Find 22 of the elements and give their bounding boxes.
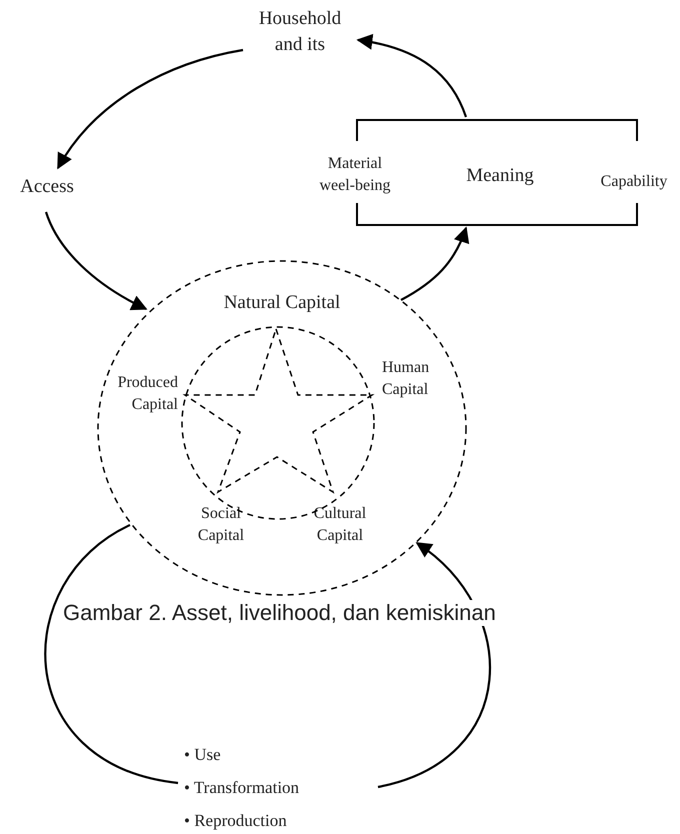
curved-arrow bbox=[57, 48, 244, 170]
dashed-star-circle bbox=[181, 326, 375, 520]
node-label: Capability bbox=[600, 172, 668, 192]
node-label: Access bbox=[19, 175, 75, 199]
node-label: Natural Capital bbox=[222, 291, 342, 315]
dashed-ellipse bbox=[97, 260, 467, 596]
node-label: Produced Capital bbox=[116, 373, 178, 415]
curved-arrow bbox=[356, 34, 468, 118]
curved-arrow bbox=[378, 542, 490, 788]
node-label: Human Capital bbox=[382, 358, 430, 400]
node-label: Material weel-being bbox=[318, 154, 392, 196]
list-item: • Reproduction bbox=[184, 810, 288, 832]
node-label: Household and its bbox=[258, 7, 342, 57]
curved-line bbox=[44, 524, 178, 784]
node-label: Meaning bbox=[465, 164, 535, 188]
curved-arrow bbox=[44, 212, 148, 310]
curved-arrow bbox=[400, 226, 469, 301]
node-label: Social Capital bbox=[196, 504, 246, 546]
list-item: • Use bbox=[184, 744, 222, 766]
node-label: Cultural Capital bbox=[312, 504, 368, 546]
list-item: • Transformation bbox=[184, 777, 300, 800]
caption: Gambar 2. Asset, livelihood, dan kemiskinan bbox=[63, 600, 496, 626]
